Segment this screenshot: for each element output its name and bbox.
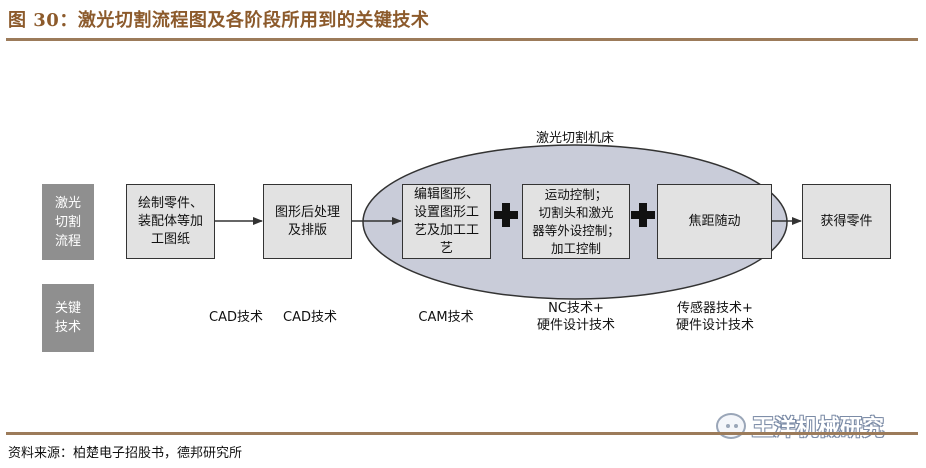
tech-sensor-hardware: 传感器技术+ 硬件设计技术 xyxy=(675,301,754,333)
top-divider xyxy=(6,38,918,41)
tech-nc-hardware: NC技术+ 硬件设计技术 xyxy=(536,301,615,333)
bottom-divider xyxy=(6,432,918,435)
watermark: 王洋机械研究 xyxy=(716,410,884,442)
step-post-processing: 图形后处理 及排版 xyxy=(263,184,352,259)
machine-label: 激光切割机床 xyxy=(536,131,615,146)
source-note: 资料来源：柏楚电子招股书，德邦研究所 xyxy=(8,446,243,461)
step-get-parts: 获得零件 xyxy=(802,184,891,259)
step-motion-control: 运动控制； 切割头和激光 器等外设控制； 加工控制 xyxy=(522,184,630,259)
step-drawing: 绘制零件、 装配体等加 工图纸 xyxy=(126,184,215,259)
wechat-icon xyxy=(716,413,746,439)
figure-title: 图 30：激光切割流程图及各阶段所用到的关键技术 xyxy=(8,10,430,31)
tech-cad-2: CAD技术 xyxy=(283,310,337,325)
row-label-process: 激光 切割 流程 xyxy=(42,184,94,260)
step-focus-follow: 焦距随动 xyxy=(657,184,772,259)
watermark-text: 王洋机械研究 xyxy=(752,416,885,441)
tech-cad-1: CAD技术 xyxy=(209,310,263,325)
plus-icon xyxy=(494,203,518,227)
tech-cam: CAM技术 xyxy=(418,310,474,325)
plus-icon xyxy=(631,203,655,227)
step-cam-edit: 编辑图形、 设置图形工 艺及加工工 艺 xyxy=(402,184,491,259)
row-label-key-tech: 关键 技术 xyxy=(42,284,94,352)
